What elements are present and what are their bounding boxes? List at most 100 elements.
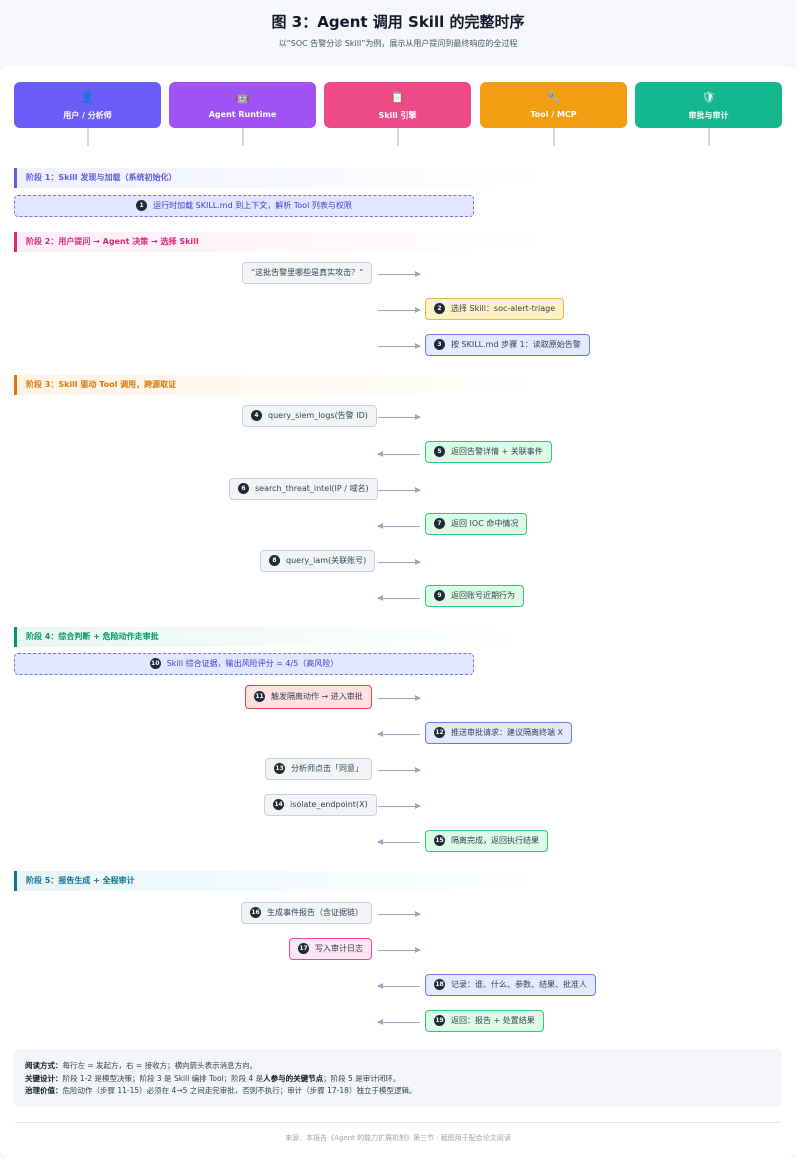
step-number: 15 [434, 835, 445, 846]
page-subtitle: 以“SOC 告警分诊 Skill”为例，展示从用户提问到最终响应的全过程 [278, 39, 518, 48]
step-number: 6 [238, 483, 249, 494]
phase-4-header: 阶段 4：综合判断 + 危险动作走审批 [14, 627, 782, 647]
arrow-right [378, 307, 421, 313]
actor-label: 用户 / 分析师 [63, 111, 112, 120]
step-text: 触发隔离动作 → 进入审批 [271, 692, 363, 701]
step-16-box: 16 生成事件报告（含证据链） [241, 902, 372, 924]
step-18-box: 18 记录：谁、什么、参数、结果、批准人 [425, 974, 596, 996]
lifeline [708, 128, 710, 146]
arrow-right [378, 767, 421, 773]
page-header: 图 3：Agent 调用 Skill 的完整时序 以“SOC 告警分诊 Skil… [0, 0, 796, 64]
actor-agent-runtime: 🤖 Agent Runtime [169, 82, 316, 128]
step-text: 返回 IOC 命中情况 [451, 519, 519, 528]
step-15-box: 15 隔离完成，返回执行结果 [425, 830, 548, 852]
step-number: 5 [434, 446, 445, 457]
arrow-left [377, 1019, 420, 1025]
step-17-box: 17 写入审计日志 [289, 938, 372, 960]
actor-label: Tool / MCP [530, 110, 577, 119]
guide-line-governance: 治理价值：危险动作（步骤 11-15）必须在 4→5 之间走完审批，否则不执行；… [25, 1085, 771, 1098]
guide-text: ；阶段 5 是审计闭环。 [323, 1073, 401, 1083]
wrench-icon: 🔧 [546, 91, 561, 104]
arrow-left [377, 839, 420, 845]
guide-line-design: 关键设计：阶段 1-2 是模型决策；阶段 3 是 Skill 编排 Tool；阶… [25, 1073, 771, 1086]
step-5-box: 5 返回告警详情 + 关联事件 [425, 441, 552, 463]
step-number: 2 [434, 303, 445, 314]
actor-tool-mcp: 🔧 Tool / MCP [480, 82, 627, 128]
step-text: 返回账号近期行为 [451, 591, 515, 600]
step-number: 10 [149, 658, 161, 669]
step-19-box: 19 返回：报告 + 处置结果 [425, 1010, 544, 1032]
step-text: 记录：谁、什么、参数、结果、批准人 [451, 980, 587, 989]
robot-icon: 🤖 [235, 91, 250, 104]
arrow-right [378, 271, 421, 277]
guide-text: 阶段 1-2 是模型决策；阶段 3 是 Skill 编排 Tool；阶段 4 是 [62, 1073, 264, 1083]
step-number: 12 [434, 727, 445, 738]
step-number: 7 [434, 518, 445, 529]
arrow-right [378, 414, 421, 420]
step-text: 隔离完成，返回执行结果 [451, 836, 539, 845]
arrow-left [377, 451, 420, 457]
arrow-right [378, 947, 421, 953]
step-number: 11 [254, 691, 265, 702]
guide-label: 治理价值： [25, 1086, 63, 1095]
phase-5-header: 阶段 5：报告生成 + 全程审计 [14, 871, 782, 891]
source-footer: 来源：本报告《Agent 的能力扩展机制》第三节 · 截图用于配合论文阅读 [285, 1134, 511, 1142]
phase-3-header: 阶段 3：Skill 驱动 Tool 调用，跨源取证 [14, 375, 782, 395]
step-number: 18 [434, 979, 445, 990]
step-text: 分析师点击「同意」 [291, 764, 363, 773]
step-number: 3 [434, 339, 445, 350]
diagram-card [0, 66, 796, 1158]
step-number: 16 [250, 907, 261, 918]
shield-icon: 🛡 [701, 91, 716, 104]
actor-label: Skill 引擎 [378, 111, 417, 120]
step-12-box: 12 推送审批请求：建议隔离终端 X [425, 722, 573, 744]
user-icon: 👤 [80, 91, 95, 104]
guide-label: 关键设计： [25, 1073, 63, 1083]
actor-label: 审批与审计 [688, 111, 729, 120]
step-text: 推送审批请求：建议隔离终端 X [451, 728, 564, 737]
reading-guide: 阅读方式：每行左 = 发起方，右 = 接收方；横向箭头表示消息方向。 关键设计：… [14, 1049, 782, 1107]
guide-label: 阅读方式： [25, 1061, 63, 1070]
step-number: 8 [269, 555, 280, 566]
phase-2-header: 阶段 2：用户提问 → Agent 决策 → 选择 Skill [14, 232, 782, 252]
step-number: 14 [273, 799, 284, 810]
step-text: 生成事件报告（含证据链） [267, 908, 363, 917]
step-text: query_iam(关联账号) [286, 556, 367, 565]
arrow-right [378, 559, 421, 565]
arrow-right [378, 487, 421, 493]
step-text: 返回：报告 + 处置结果 [451, 1016, 535, 1025]
step-number: 4 [251, 410, 262, 421]
actor-label: Agent Runtime [208, 110, 277, 119]
lifeline [397, 128, 399, 146]
guide-line-reading: 阅读方式：每行左 = 发起方，右 = 接收方；横向箭头表示消息方向。 [25, 1060, 771, 1073]
step-text: Skill 综合证据，输出风险评分 = 4/5（高风险） [166, 659, 339, 668]
step-8-box: 8 query_iam(关联账号) [260, 550, 376, 572]
step-11-box: 11 触发隔离动作 → 进入审批 [245, 685, 372, 709]
step-text: 运行时加载 SKILL.md 到上下文，解析 Tool 列表与权限 [153, 201, 352, 210]
guide-emphasis: 人参与的关键节点 [263, 1073, 324, 1083]
lifeline [87, 128, 89, 146]
step-1-note: 1 运行时加载 SKILL.md 到上下文，解析 Tool 列表与权限 [14, 195, 474, 217]
guide-text: 危险动作（步骤 11-15）必须在 4→5 之间走完审批，否则不执行；审计（步骤… [62, 1086, 417, 1095]
arrow-left [377, 983, 420, 989]
step-number: 17 [298, 943, 309, 954]
step-number: 1 [136, 200, 148, 211]
arrow-left [377, 595, 420, 601]
actor-skill-engine: 📋 Skill 引擎 [324, 82, 471, 128]
step-text: isolate_endpoint(X) [290, 800, 368, 809]
step-text: 写入审计日志 [315, 944, 363, 953]
step-text: 选择 Skill：soc-alert-triage [451, 304, 556, 313]
lifeline [242, 128, 244, 146]
step-2-box: 2 选择 Skill：soc-alert-triage [425, 298, 565, 320]
step-number: 19 [434, 1015, 445, 1026]
clipboard-icon: 📋 [390, 91, 405, 104]
arrow-left [377, 731, 420, 737]
step-text: 返回告警详情 + 关联事件 [451, 447, 543, 456]
lifeline [553, 128, 555, 146]
guide-text: 每行左 = 发起方，右 = 接收方；横向箭头表示消息方向。 [62, 1061, 258, 1070]
user-question: “这批告警里哪些是真实攻击？” [242, 262, 373, 284]
